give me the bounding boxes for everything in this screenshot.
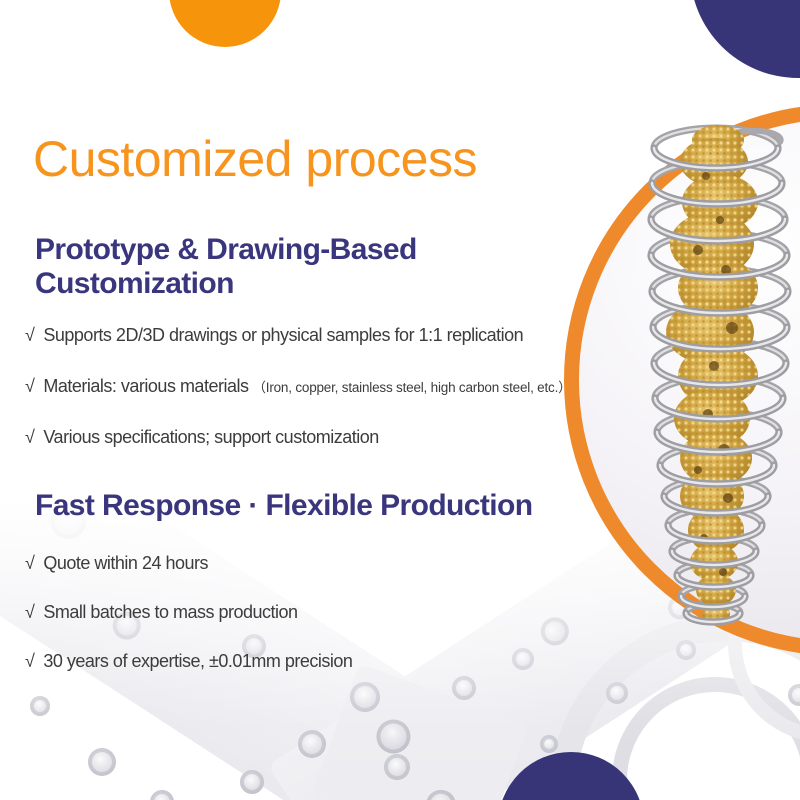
bullet-item: √ 30 years of expertise, ±0.01mm precisio…: [25, 650, 353, 672]
decor-circle-orange-top: [169, 0, 281, 47]
decor-circle-navy-top-right: [690, 0, 800, 78]
bullet-text: Various specifications; support customiz…: [43, 427, 379, 447]
page-title: Customized process: [33, 131, 477, 187]
bullet-list-fast-response: √ Quote within 24 hours √ Small batches to…: [25, 552, 353, 699]
bullet-item: √ Small batches to mass production: [25, 601, 352, 623]
bullet-text: Supports 2D/3D drawings or physical samp…: [43, 325, 524, 345]
bullet-text: Small batches to mass production: [43, 602, 298, 622]
check-mark: √: [25, 651, 35, 671]
check-mark: √: [25, 602, 35, 622]
section-heading-fast-response: Fast Response · Flexible Production: [35, 489, 533, 522]
bullet-note: （Iron, copper, stainless steel, high car…: [252, 380, 572, 395]
check-mark: √: [25, 427, 35, 447]
bullet-item: √ Materials: various materials（Iron, copp…: [25, 375, 572, 399]
bullet-text: Materials: various materials: [43, 376, 249, 396]
section-heading-prototype: Prototype & Drawing-Based Customization: [35, 233, 417, 300]
bullet-item: √ Quote within 24 hours: [25, 552, 352, 574]
check-mark: √: [25, 376, 35, 396]
spring-product-photo: [647, 124, 792, 626]
bullet-item: √ Various specifications; support customi…: [25, 426, 571, 450]
bullet-item: √ Supports 2D/3D drawings or physical sam…: [25, 324, 571, 348]
bullet-text: 30 years of expertise, ±0.01mm precision: [43, 651, 353, 671]
bullet-list-prototype: √ Supports 2D/3D drawings or physical sam…: [25, 324, 572, 477]
check-mark: √: [25, 325, 35, 345]
check-mark: √: [25, 553, 35, 573]
bullet-text: Quote within 24 hours: [43, 553, 208, 573]
